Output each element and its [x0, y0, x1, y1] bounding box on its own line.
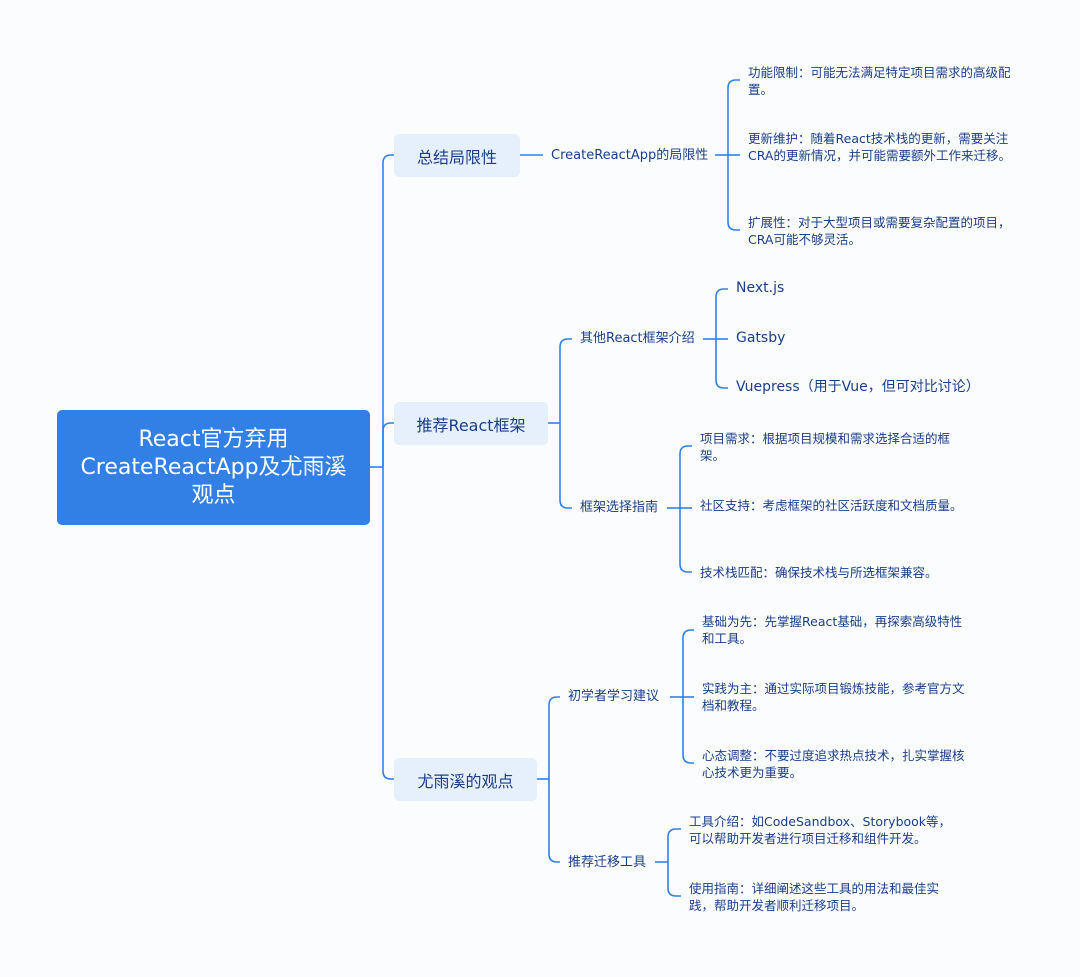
- leaf-item: 心态调整：不要过度追求热点技术，扎实掌握核心技术更为重要。: [702, 748, 965, 780]
- leaf-item: 功能限制：可能无法满足特定项目需求的高级配置。: [748, 65, 1011, 97]
- root-connector-link: [382, 154, 394, 467]
- cra-connector-link: [727, 79, 740, 155]
- topic-beginner-advice[interactable]: 初学者学习建议: [568, 687, 659, 707]
- beginner-connector-link: [682, 629, 694, 697]
- frameworks-connector-link: [715, 288, 728, 339]
- branch2-connector-link: [559, 338, 572, 423]
- branch-label: 总结局限性: [416, 147, 497, 167]
- cra-connector-link: [727, 155, 740, 231]
- tools-connector-link: [667, 828, 681, 862]
- branch-label: 尤雨溪的观点: [417, 771, 514, 791]
- guide-connector-link: [679, 508, 692, 573]
- topic-cra-limitations[interactable]: CreateReactApp的局限性: [551, 146, 708, 166]
- leaf-item: Gatsby: [736, 330, 786, 346]
- topic-label: 初学者学习建议: [568, 689, 660, 704]
- leaf-item: 项目需求：根据项目规模和需求选择合适的框架。: [700, 431, 951, 463]
- branch-recommended-frameworks[interactable]: 推荐React框架: [394, 402, 548, 445]
- leaf-item: 工具介绍：如CodeSandbox、Storybook等，可以帮助开发者进行项目…: [689, 814, 952, 846]
- guide-connector-link: [679, 445, 692, 508]
- branch3-connector-link: [548, 696, 560, 779]
- beginner-connector-link: [682, 697, 694, 764]
- root-node[interactable]: React官方弃用CreateReactApp及尤雨溪观点: [57, 410, 370, 525]
- root-connector-link: [382, 467, 394, 780]
- topic-label: CreateReactApp的局限性: [551, 148, 709, 163]
- leaf-item: 基础为先：先掌握React基础，再探索高级特性和工具。: [702, 614, 963, 646]
- branch-summary-limitations[interactable]: 总结局限性: [394, 134, 520, 177]
- leaf-item: 实践为主：通过实际项目锻炼技能，参考官方文档和教程。: [702, 681, 965, 713]
- leaf-item: 社区支持：考虑框架的社区活跃度和文档质量。: [700, 498, 963, 513]
- topic-label: 其他React框架介绍: [580, 331, 695, 346]
- leaf-item: 扩展性：对于大型项目或需要复杂配置的项目，CRA可能不够灵活。: [748, 215, 1011, 247]
- topic-other-frameworks[interactable]: 其他React框架介绍: [580, 329, 695, 349]
- leaf-item: 技术栈匹配：确保技术栈与所选框架兼容。: [700, 565, 938, 580]
- branch-label: 推荐React框架: [416, 415, 526, 435]
- frameworks-connector-link: [715, 339, 728, 389]
- leaf-item: Vuepress（用于Vue，但可对比讨论）: [736, 379, 980, 395]
- topic-migration-tools[interactable]: 推荐迁移工具: [568, 853, 646, 873]
- tools-connector-link: [667, 862, 681, 897]
- branch2-connector-link: [559, 423, 572, 509]
- root-label: React官方弃用CreateReactApp及尤雨溪观点: [80, 426, 347, 508]
- branch3-connector-link: [548, 779, 560, 863]
- topic-label: 推荐迁移工具: [568, 855, 647, 870]
- branch-you-yuxi-views[interactable]: 尤雨溪的观点: [394, 758, 537, 801]
- leaf-item: 更新维护：随着React技术栈的更新，需要关注CRA的更新情况，并可能需要额外工…: [748, 131, 1011, 163]
- root-connector-link: [382, 422, 394, 467]
- leaf-item: 使用指南：详细阐述这些工具的用法和最佳实践，帮助开发者顺利迁移项目。: [689, 881, 940, 913]
- topic-label: 框架选择指南: [580, 500, 659, 515]
- topic-framework-guide[interactable]: 框架选择指南: [580, 498, 658, 518]
- leaf-item: Next.js: [736, 280, 785, 296]
